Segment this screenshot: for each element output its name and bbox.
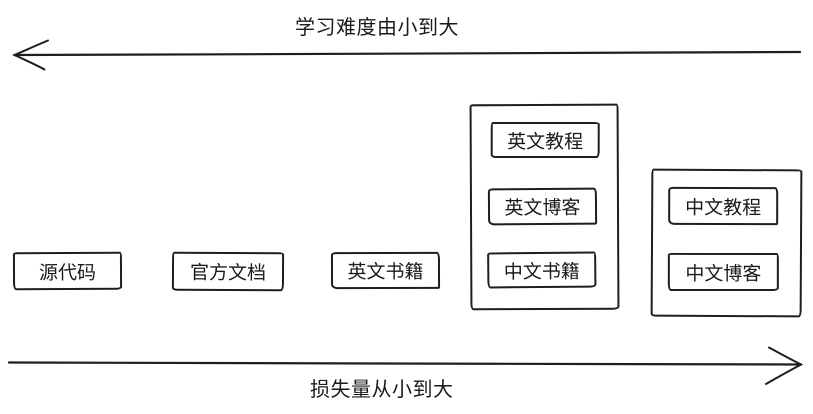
node-english-tutorials: 英文教程 [490, 121, 600, 159]
node-label: 英文教程 [507, 131, 584, 153]
node-chinese-tutorials: 中文教程 [668, 186, 779, 226]
node-english-books: 英文书籍 [330, 251, 441, 290]
group-right: 中文教程 中文博客 [650, 168, 803, 318]
node-chinese-blogs: 中文博客 [667, 252, 779, 292]
top-axis-label: 学习难度由小到大 [295, 17, 459, 39]
node-label: 英文书籍 [347, 261, 424, 284]
node-chinese-books: 中文书籍 [487, 251, 597, 289]
bottom-axis-label: 损失量从小到大 [310, 379, 454, 401]
node-label: 中文书籍 [503, 261, 580, 283]
left-arrow [12, 39, 802, 71]
node-label: 中文教程 [685, 197, 762, 219]
node-label: 源代码 [38, 262, 97, 284]
node-official-docs: 官方文档 [171, 251, 285, 292]
group-middle: 英文教程 英文博客 中文书籍 [469, 103, 620, 311]
node-label: 英文博客 [504, 197, 581, 220]
node-source-code: 源代码 [12, 251, 123, 291]
node-label: 官方文档 [189, 262, 267, 285]
node-english-blogs: 英文博客 [487, 187, 598, 226]
node-label: 中文博客 [685, 263, 762, 285]
